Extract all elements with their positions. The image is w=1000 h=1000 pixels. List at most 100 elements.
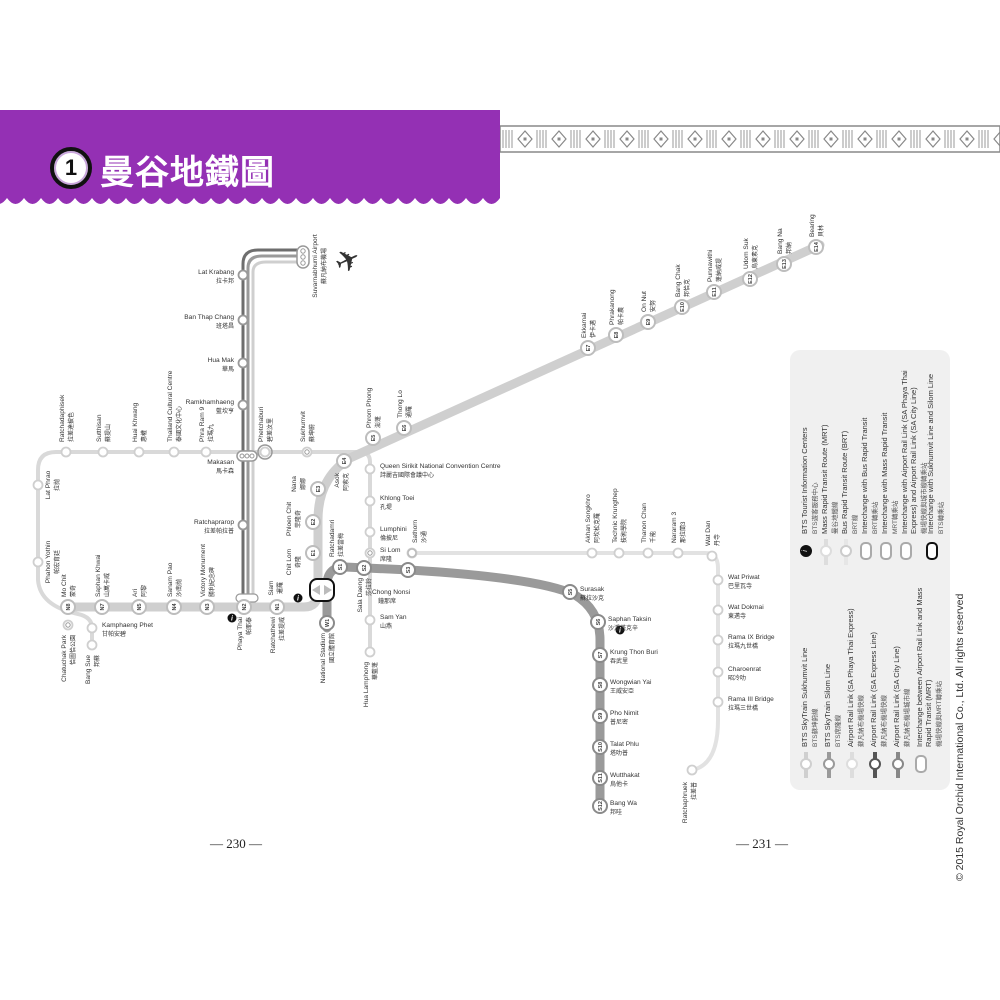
station-wat_dan[interactable] [706, 550, 718, 562]
station-chit_lom[interactable]: E1 [305, 545, 321, 561]
station-rama_iii_bridge[interactable] [712, 696, 724, 708]
station-marker[interactable] [199, 599, 215, 615]
station-phra_ram_9[interactable] [200, 446, 212, 458]
station-wutthakat[interactable]: S11 [592, 770, 608, 786]
station-ban_thap_chang[interactable] [237, 314, 249, 326]
station-wongwian_yai[interactable]: S8 [592, 677, 608, 693]
station-marker[interactable] [396, 420, 412, 436]
station-national_stadium[interactable]: W1 [319, 615, 335, 631]
station-siam-interchange[interactable] [309, 578, 335, 602]
station-marker[interactable] [592, 708, 608, 724]
station-ekkamai[interactable]: E7 [580, 340, 596, 356]
station-bang_chak[interactable]: E10 [674, 299, 690, 315]
station-phloen_chit[interactable]: E2 [305, 514, 321, 530]
station-sam_yan[interactable] [364, 614, 376, 626]
station-mo_chit[interactable]: N8 [60, 599, 76, 615]
station-huai_khwang[interactable] [133, 446, 145, 458]
station-marker[interactable] [776, 256, 792, 272]
station-lumphini[interactable] [364, 526, 376, 538]
station-marker[interactable] [336, 453, 352, 469]
station-ratchadamri[interactable]: S1 [332, 559, 348, 575]
station-talat_phlu[interactable]: S10 [592, 739, 608, 755]
station-qsncc[interactable] [364, 463, 376, 475]
station-on_nut[interactable]: E9 [640, 314, 656, 330]
station-marker[interactable] [608, 327, 624, 343]
station-thong_lo[interactable]: E6 [396, 420, 412, 436]
station-marker[interactable] [236, 599, 252, 615]
station-charoenrat[interactable] [712, 666, 724, 678]
station-marker[interactable] [808, 239, 824, 255]
station-punnawithi[interactable]: E11 [706, 284, 722, 300]
station-marker[interactable] [310, 481, 326, 497]
station-suvarnabhumi[interactable] [296, 245, 310, 269]
station-marker[interactable] [332, 559, 348, 575]
station-rama_ix_bridge[interactable] [712, 634, 724, 646]
station-bang_wa[interactable]: S12 [592, 798, 608, 814]
station-kamphaeng_phet[interactable] [86, 622, 98, 634]
station-khlong_toei[interactable] [364, 495, 376, 507]
station-saphan_taksin[interactable]: S6 [590, 614, 606, 630]
station-thailand_cultural_centre[interactable] [168, 446, 180, 458]
station-pho_nimit[interactable]: S9 [592, 708, 608, 724]
station-sutthisan[interactable] [97, 446, 109, 458]
station-nararam_3[interactable] [672, 547, 684, 559]
station-marker[interactable] [94, 599, 110, 615]
station-thanon_chan[interactable] [642, 547, 654, 559]
station-marker[interactable] [592, 798, 608, 814]
station-marker[interactable] [356, 560, 372, 576]
station-marker[interactable] [319, 615, 335, 631]
station-ratchadaphisek[interactable] [60, 446, 72, 458]
station-marker[interactable] [742, 271, 758, 287]
station-krung_thon_buri[interactable]: S7 [592, 647, 608, 663]
station-ratchaprarop[interactable] [237, 519, 249, 531]
station-marker[interactable] [592, 647, 608, 663]
station-phrom_phong[interactable]: E5 [365, 430, 381, 446]
station-phra_khanong[interactable]: E8 [608, 327, 624, 343]
station-phetchaburi[interactable] [259, 446, 271, 458]
station-asok[interactable]: E4 [336, 453, 352, 469]
station-phaya_thai[interactable]: N2 [236, 599, 252, 615]
station-ari[interactable]: N5 [131, 599, 147, 615]
station-makkasan[interactable] [236, 450, 258, 462]
station-victory_monument[interactable]: N3 [199, 599, 215, 615]
station-si_lom[interactable] [364, 547, 376, 559]
station-lat_phrao[interactable] [32, 479, 44, 491]
station-marker[interactable] [131, 599, 147, 615]
station-lat_krabang[interactable] [237, 269, 249, 281]
station-saphan_khwai[interactable]: N7 [94, 599, 110, 615]
station-ratchaphruek[interactable] [686, 764, 698, 776]
station-marker[interactable] [400, 562, 416, 578]
station-marker[interactable] [592, 677, 608, 693]
station-marker[interactable] [674, 299, 690, 315]
station-technic_krungthep[interactable] [613, 547, 625, 559]
station-marker[interactable] [640, 314, 656, 330]
station-ramkhamhaeng[interactable] [237, 399, 249, 411]
station-marker[interactable] [580, 340, 596, 356]
station-marker[interactable] [592, 770, 608, 786]
station-marker[interactable] [562, 584, 578, 600]
station-akhan_songkhro[interactable] [586, 547, 598, 559]
station-nana[interactable]: E3 [310, 481, 326, 497]
station-phahon_yothin[interactable] [32, 556, 44, 568]
station-marker[interactable] [592, 739, 608, 755]
station-marker[interactable] [305, 545, 321, 561]
station-bang_sue[interactable] [86, 639, 98, 651]
station-bang_na[interactable]: E13 [776, 256, 792, 272]
station-ratchathewi[interactable]: N1 [269, 599, 285, 615]
station-marker[interactable] [706, 284, 722, 300]
station-chatuchak_park[interactable] [62, 619, 74, 631]
station-marker[interactable] [269, 599, 285, 615]
station-marker[interactable] [305, 514, 321, 530]
station-marker[interactable] [60, 599, 76, 615]
station-sanam_pao[interactable]: N4 [166, 599, 182, 615]
station-sala_daeng[interactable]: S2 [356, 560, 372, 576]
station-wat_priwat[interactable] [712, 574, 724, 586]
station-marker[interactable] [166, 599, 182, 615]
station-hua_mak[interactable] [237, 357, 249, 369]
station-surasak[interactable]: S5 [562, 584, 578, 600]
station-sukhumvit[interactable] [301, 446, 313, 458]
station-udom_suk[interactable]: E12 [742, 271, 758, 287]
station-wat_dokmai[interactable] [712, 604, 724, 616]
station-hua_lamphong[interactable] [364, 646, 376, 658]
station-marker[interactable] [365, 430, 381, 446]
